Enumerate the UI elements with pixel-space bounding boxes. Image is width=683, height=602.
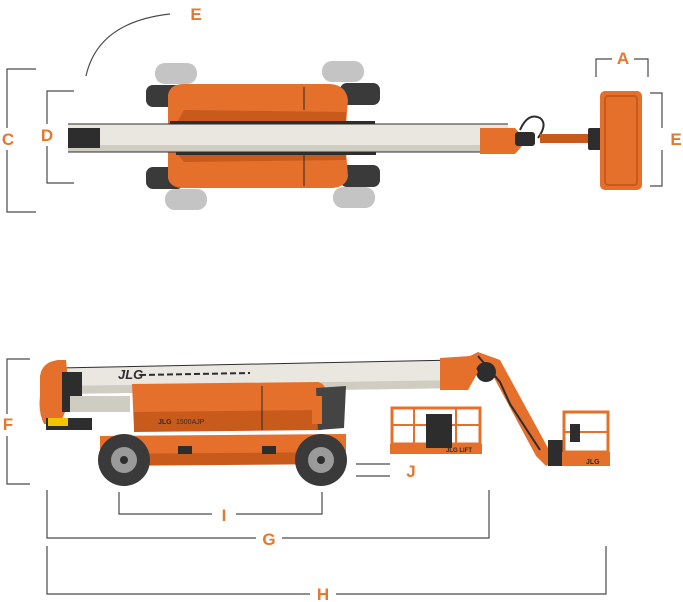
label-bg — [310, 584, 336, 602]
dim-e-leader — [85, 13, 171, 77]
top-boom-tip — [480, 128, 522, 154]
label-bg — [0, 128, 16, 150]
label-bg — [256, 528, 282, 550]
ghost-wheel — [155, 63, 197, 84]
label-g: G — [262, 530, 275, 549]
top-tire — [340, 165, 380, 187]
top-view — [68, 61, 642, 210]
top-boom-shade — [68, 145, 508, 152]
side-chassis-arrow — [262, 446, 276, 454]
side-engine-panel — [316, 386, 346, 430]
side-jib-platform: JLG — [548, 410, 610, 466]
side-boom-tip — [440, 356, 478, 390]
side-platform-badge: JLG LIFT — [446, 448, 472, 454]
label-a: A — [617, 49, 629, 68]
ghost-wheel — [333, 187, 375, 208]
top-rotator — [515, 132, 535, 146]
top-tire — [340, 83, 380, 105]
side-hub — [317, 456, 325, 464]
label-j: J — [406, 462, 415, 481]
top-hose — [519, 115, 545, 139]
top-platform-rail — [604, 95, 638, 186]
side-boom-brand: JLG — [118, 367, 143, 382]
side-jib-floor — [562, 452, 610, 466]
label-e: E — [190, 5, 201, 24]
side-jib-control — [570, 424, 580, 442]
label-d: D — [41, 126, 53, 145]
side-warning-stripe — [48, 418, 68, 426]
side-turntable-shade — [134, 410, 324, 432]
side-chassis-arrow — [178, 446, 192, 454]
label-bg — [612, 48, 634, 68]
side-cylinder — [70, 396, 130, 412]
label-b: E — [670, 130, 681, 149]
side-turntable-model: 1500AJP — [176, 419, 205, 426]
ghost-wheel — [165, 189, 207, 210]
side-hub — [120, 456, 128, 464]
label-bg — [0, 414, 16, 436]
top-chassis-upper-shade — [176, 110, 346, 124]
top-platform — [600, 91, 642, 190]
side-boom-decal — [139, 372, 251, 376]
side-turntable-brand: JLG — [158, 419, 172, 426]
ghost-wheel — [322, 61, 364, 82]
label-c: C — [2, 130, 14, 149]
side-wheel-front — [295, 434, 347, 486]
label-f: F — [3, 415, 13, 434]
side-panel-trim — [312, 396, 322, 424]
dimension-labels: A E C D E F I G H J — [0, 5, 682, 602]
side-boom-edge — [57, 359, 459, 369]
side-jib-pivot — [476, 362, 496, 382]
top-platform-mount — [588, 128, 602, 150]
side-wheel-rear — [98, 434, 150, 486]
side-stowed-platform: JLG LIFT — [390, 406, 482, 454]
top-boom-heel — [68, 128, 100, 148]
side-platform-floor — [390, 444, 482, 454]
side-jib-rotator — [548, 440, 564, 466]
side-jib-brand: JLG — [586, 459, 600, 466]
top-jib — [540, 134, 590, 143]
label-bg — [38, 124, 58, 146]
label-bg — [212, 504, 236, 526]
label-i: I — [222, 506, 227, 525]
side-chassis-shade — [100, 452, 346, 466]
label-bg — [652, 128, 672, 150]
side-view: JLG JLG LIFT JLG JLG 1500AJP — [39, 352, 610, 486]
side-platform-rotator — [426, 414, 452, 448]
label-h: H — [317, 585, 329, 602]
